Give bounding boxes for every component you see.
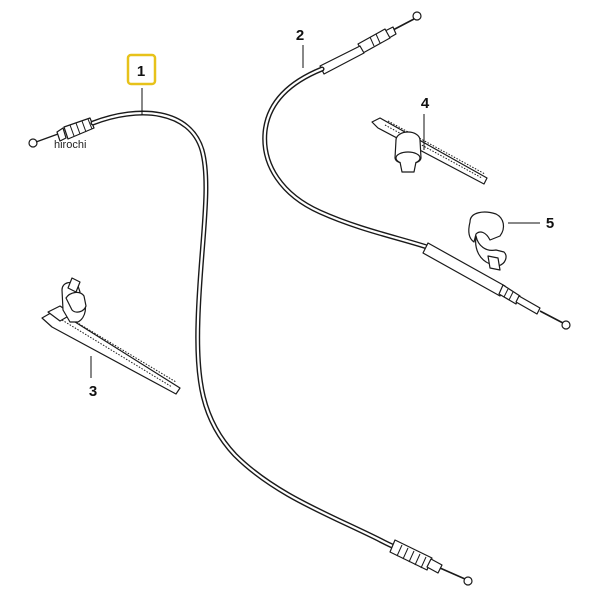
part-2-bottom-end — [422, 242, 571, 330]
callout-5[interactable]: 5 — [546, 215, 554, 232]
part-1-right-end — [389, 539, 473, 586]
callout-1[interactable]: 1 — [137, 63, 145, 80]
part-1-left-end — [28, 117, 95, 148]
part-5-clip — [468, 211, 507, 271]
watermark-text: hirochi — [54, 139, 86, 151]
callout-2[interactable]: 2 — [296, 27, 304, 44]
part-2-cable — [262, 11, 571, 330]
highlight-box-1 — [126, 53, 157, 86]
part-4-cable-tie — [371, 117, 488, 185]
part-1-cable — [28, 110, 473, 586]
part-2-top-end — [319, 11, 422, 75]
callout-4[interactable]: 4 — [421, 95, 430, 112]
part-3-cable-tie — [41, 277, 181, 395]
callout-3[interactable]: 3 — [89, 383, 97, 400]
